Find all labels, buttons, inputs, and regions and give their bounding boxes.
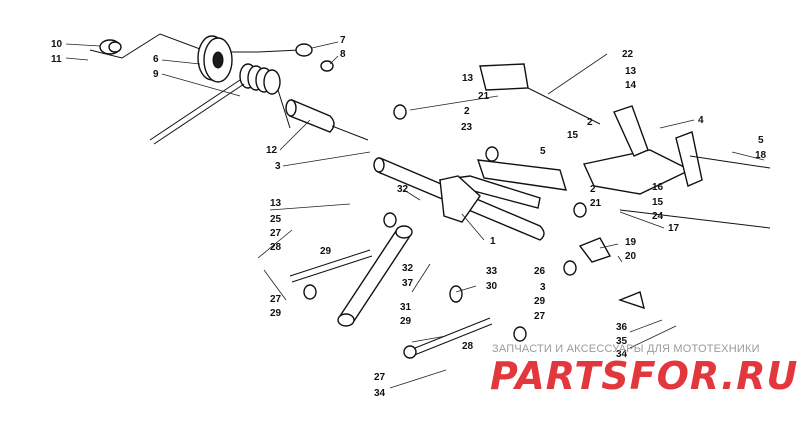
callout-label: 2 — [590, 184, 596, 195]
callout-label: 29 — [400, 316, 412, 327]
callout-label: 19 — [625, 237, 637, 248]
callout-label: 2 — [587, 117, 593, 128]
callout-label: 21 — [590, 198, 602, 209]
diagram-artwork — [89, 33, 771, 359]
callout-labels: 10 11 6 9 7 8 12 3 13 21 22 13 14 2 23 2… — [51, 35, 767, 399]
callout-label: 27 — [270, 228, 282, 239]
shock-absorber-part — [337, 225, 413, 327]
callout-label: 25 — [270, 214, 282, 225]
callout-label: 1 — [490, 236, 496, 247]
callout-label: 5 — [758, 135, 764, 146]
callout-label: 21 — [478, 91, 490, 102]
callout-label: 29 — [270, 308, 282, 319]
rear-arm-bracket-part — [583, 105, 703, 195]
callout-label: 16 — [652, 182, 664, 193]
watermark-logo: PARTSFOR.RU — [490, 354, 799, 398]
callout-label: 17 — [668, 223, 680, 234]
callout-label: 29 — [320, 246, 332, 257]
callout-label: 22 — [622, 49, 634, 60]
callout-label: 24 — [652, 211, 664, 222]
callout-label: 37 — [402, 278, 414, 289]
callout-label: 28 — [270, 242, 282, 253]
callout-label: 13 — [462, 73, 474, 84]
callout-label: 3 — [275, 161, 281, 172]
callout-label: 2 — [464, 106, 470, 117]
callout-label: 30 — [486, 281, 498, 292]
callout-label: 15 — [652, 197, 664, 208]
callout-label: 35 — [616, 336, 628, 347]
callout-label: 20 — [625, 251, 637, 262]
callout-label: 12 — [266, 145, 278, 156]
callout-label: 26 — [534, 266, 546, 277]
bushing-part — [99, 39, 122, 55]
torsion-spring-part — [149, 63, 291, 145]
callout-label: 18 — [755, 150, 767, 161]
callout-label: 13 — [270, 198, 282, 209]
spacer-tube-part — [285, 98, 335, 133]
callout-label: 23 — [461, 122, 473, 133]
callout-label: 32 — [397, 184, 409, 195]
callout-label: 10 — [51, 39, 63, 50]
callout-label: 36 — [616, 322, 628, 333]
callout-label: 6 — [153, 54, 159, 65]
callout-label: 31 — [400, 302, 412, 313]
callout-label: 11 — [51, 54, 62, 65]
callout-label: 8 — [340, 49, 346, 60]
main-shaft-part — [373, 156, 567, 241]
callout-label: 9 — [153, 69, 159, 80]
callout-label: 14 — [625, 80, 637, 91]
callout-label: 29 — [534, 296, 546, 307]
callout-label: 7 — [340, 35, 346, 46]
callout-label: 28 — [462, 341, 474, 352]
callout-label: 32 — [402, 263, 414, 274]
callout-label: 33 — [486, 266, 498, 277]
callout-label: 4 — [698, 115, 704, 126]
callout-label: 3 — [540, 282, 546, 293]
callout-label: 27 — [374, 372, 386, 383]
callout-label: 34 — [374, 388, 386, 399]
callout-leader-lines — [65, 41, 765, 389]
idler-wheel-part — [197, 35, 233, 83]
callout-label: 34 — [616, 349, 628, 360]
watermark-caption: ЗАПЧАСТИ И АКСЕССУАРЫ ДЛЯ МОТОТЕХНИКИ — [492, 343, 760, 355]
callout-label: 27 — [270, 294, 282, 305]
callout-label: 15 — [567, 130, 579, 141]
callout-label: 13 — [625, 66, 637, 77]
callout-label: 5 — [540, 146, 546, 157]
callout-label: 27 — [534, 311, 546, 322]
